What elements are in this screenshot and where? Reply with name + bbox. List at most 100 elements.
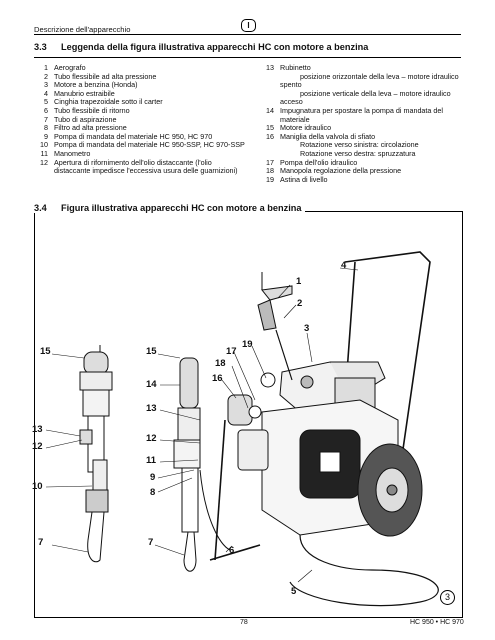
legend-item-number: 8 [44,123,48,133]
legend-item: distaccante impedisce l'eccessiva usura … [34,166,259,176]
legend-item-number: 6 [44,105,48,115]
legend-item-text: Pompa di mandata del materiale HC 950, H… [54,131,213,141]
legend-item: 11 Manometro [34,148,259,159]
legend-item: 15 Motore idraulico [260,123,465,133]
legend-item-number: 11 [40,148,48,158]
callout-19: 19 [242,339,253,350]
legend-item-number: 10 [40,140,48,150]
detail-pump-standard [173,357,201,572]
callout-2: 2 [297,298,303,309]
legend-item-number: 2 [44,71,48,81]
legend-item-number: 17 [266,157,274,167]
legend-item-text: Filtro ad alta pressione [54,123,127,133]
callout-11: 11 [146,455,157,466]
legend-item-text: Rotazione verso destra: spruzzatura [300,148,416,158]
legend-item: 16 Maniglia della valvola di sfiato [260,131,465,142]
legend-item-number: 15 [266,123,274,133]
legend-item-text: Rubinetto [280,63,311,72]
legend-item-text: posizione orizzontale della leva – motor… [280,71,459,90]
legend-item-text: Manometro [54,148,91,158]
legend-item-text: Tubo di aspirazione [54,114,117,124]
leader-lines [45,267,359,583]
legend-item-number: 5 [44,97,48,107]
legend-item-text: Rotazione verso sinistra: circolazione [300,140,419,150]
header-rule [34,34,461,35]
footer-model-names: HC 950 • HC 970 [410,619,464,626]
legend-item: 8 Filtro ad alta pressione [34,123,259,133]
legend-item: 9 Pompa di mandata del materiale HC 950, … [34,131,259,142]
gasoline-engine [279,361,386,413]
figure-number-badge: 3 [440,590,455,605]
callout-9: 9 [150,472,156,483]
legend-item-number: 14 [266,105,274,115]
page-number: 78 [240,619,248,626]
callout-7-middle: 7 [148,537,154,548]
legend-item-text: Aerografo [54,63,86,72]
legend-item: 4 Manubrio estraibile [34,88,259,99]
legend-item-text: distaccante impedisce l'eccessiva usura … [54,166,238,176]
legend-item-number: 18 [266,166,274,176]
legend-item-text: Motore a benzina (Honda) [54,80,138,90]
detail-pump-ssp [79,345,113,563]
legend-item-text: posizione verticale della leva – motore … [280,88,451,107]
legend-item: 17 Pompa dell'olio idraulico [260,157,465,168]
callout-5: 5 [291,586,297,597]
legend-item-number: 19 [266,174,274,184]
section-number: 3.4 [34,203,47,213]
legend-item: 5 Cinghia trapezoidale sotto il carter [34,98,259,107]
section-title: Figura illustrativa apparecchi HC con mo… [61,203,302,213]
legend-item-text: Manubrio estraibile [54,88,115,98]
legend-item-number: 16 [266,131,274,141]
language-tab: I [241,19,256,32]
legend-item: posizione verticale della leva – motore … [260,88,465,107]
legend-item-text: Astina di livello [280,174,328,184]
wheel [357,443,423,537]
high-pressure-hose [275,329,439,607]
legend-item: 6 Tubo flessibile di ritorno [34,105,259,116]
callout-10: 10 [32,481,43,492]
legend-item-text: Tubo flessibile di ritorno [54,105,130,115]
callout-1: 1 [296,276,302,287]
legend-item: Rotazione verso destra: spruzzatura [260,148,465,159]
legend-item-text: Motore idraulico [280,123,332,133]
callout-13-middle: 13 [146,403,157,414]
legend-item-number: 3 [44,80,48,90]
spray-gun [257,272,293,331]
legend-item-number: 12 [40,157,48,167]
callout-8: 8 [150,487,156,498]
section-rule [34,57,461,58]
legend-item: 7 Tubo di aspirazione [34,114,259,125]
legend-item: 14 Impugnatura per spostare la pompa di m… [260,105,465,124]
callout-7-left: 7 [38,537,44,548]
legend-item: Rotazione verso sinistra: circolazione [260,141,465,150]
callout-12-left: 12 [32,441,43,452]
return-hose [199,469,231,551]
legend-item-text: Pompa dell'olio idraulico [280,157,358,167]
legend-item: 10 Pompa di mandata del materiale HC 950-… [34,141,259,150]
legend-item-number: 7 [44,114,48,124]
legend-item-number: 9 [44,131,48,141]
legend-item: 19 Astina di livello [260,174,465,185]
callout-13-left: 13 [32,424,43,435]
legend-item-text: Impugnatura per spostare la pompa di man… [280,105,444,124]
callout-3: 3 [304,323,310,334]
callout-18: 18 [215,358,226,369]
section-3-4-heading: 3.4 Figura illustrativa apparecchi HC con… [34,203,306,213]
legend-item: posizione orizzontale della leva – motor… [260,71,465,90]
legend-item-text: Pompa di mandata del materiale HC 950-SS… [54,140,245,150]
section-title: Leggenda della figura illustrativa appar… [61,42,369,52]
running-header: Descrizione dell'apparecchio [34,25,131,34]
legend-item-text: Cinghia trapezoidale sotto il carter [54,97,163,107]
callout-6: 6 [229,545,235,556]
legend-item-text: Maniglia della valvola di sfiato [280,131,376,141]
legend-item: 3 Motore a benzina (Honda) [34,80,259,90]
legend-item-number: 4 [44,88,48,98]
